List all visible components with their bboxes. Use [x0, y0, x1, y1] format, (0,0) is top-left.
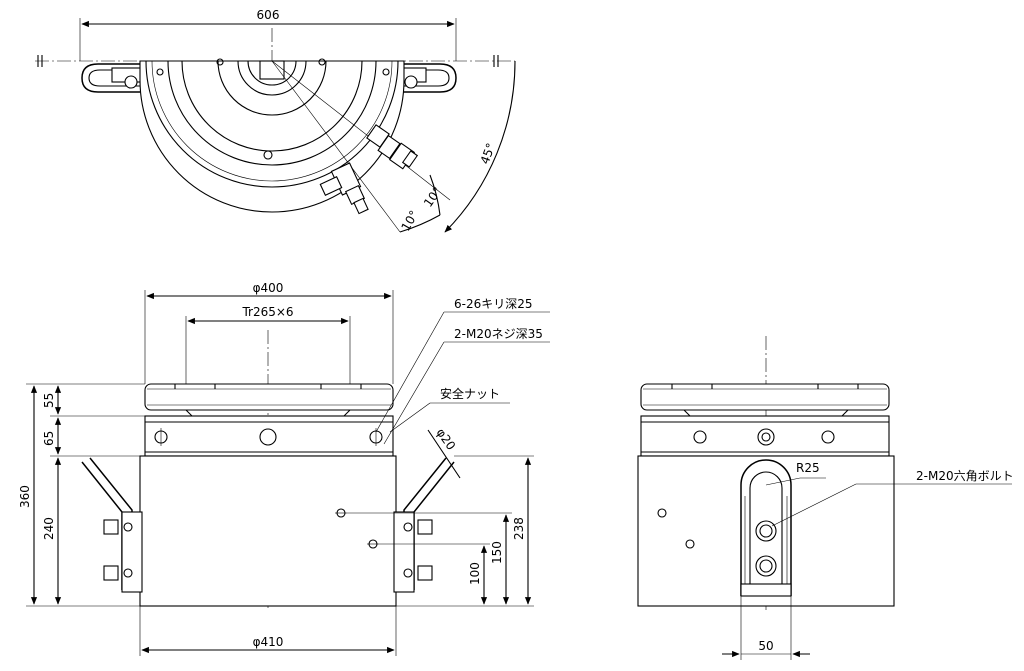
- right-handle-top: [398, 63, 457, 93]
- top-view-hole: [263, 150, 273, 160]
- top-view: 606: [35, 8, 516, 234]
- dim-150-label: 150: [490, 541, 504, 564]
- note-tapped: 2-M20ネジ深35: [454, 327, 543, 341]
- left-handle-top: [81, 63, 140, 93]
- side-center-hole: [757, 428, 775, 446]
- front-left-handle: [81, 457, 143, 593]
- side-view: R25 2-M20六角ボルト 50: [637, 336, 1014, 660]
- dim-dia20-label: φ20: [434, 426, 459, 453]
- side-top-plate: [640, 383, 890, 411]
- front-right-handle: [393, 457, 455, 593]
- dim-55-label: 55: [42, 393, 56, 408]
- note-hex-bolt: 2-M20六角ボルト: [916, 469, 1014, 483]
- note-safety-nut: 安全ナット: [440, 386, 500, 401]
- hydraulic-fitting-lower: [319, 162, 369, 215]
- dim-50-label: 50: [758, 639, 773, 653]
- dim-360-label: 360: [18, 485, 32, 508]
- dim-dia400-label: φ400: [253, 281, 284, 295]
- hydraulic-fitting-upper: [366, 124, 419, 170]
- side-bolt-upper: [755, 520, 777, 542]
- angle-arc-45: [444, 60, 516, 233]
- angle-10a-label: 10°: [398, 208, 421, 233]
- dim-100-label: 100: [468, 562, 482, 585]
- dim-240-label: 240: [42, 517, 56, 540]
- note-holes: 6-26キリ深25: [454, 297, 533, 311]
- front-body: [139, 455, 397, 607]
- dim-65-label: 65: [42, 431, 56, 446]
- front-view: φ400 Tr265×6: [18, 281, 550, 656]
- front-center-hole: [259, 428, 277, 446]
- dim-606-label: 606: [257, 8, 280, 22]
- angle-45-label: 45°: [478, 141, 498, 166]
- dim-r25-label: R25: [796, 461, 820, 475]
- dim-238-label: 238: [512, 517, 526, 540]
- front-top-plate: [144, 383, 394, 411]
- side-lifting-eye: [740, 459, 792, 597]
- side-bolt-lower: [755, 555, 777, 577]
- angle-10b-label: 10°: [421, 184, 445, 209]
- dim-dia410-label: φ410: [253, 635, 284, 649]
- top-view-body: [139, 60, 405, 213]
- dim-tr265-label: Tr265×6: [241, 305, 293, 319]
